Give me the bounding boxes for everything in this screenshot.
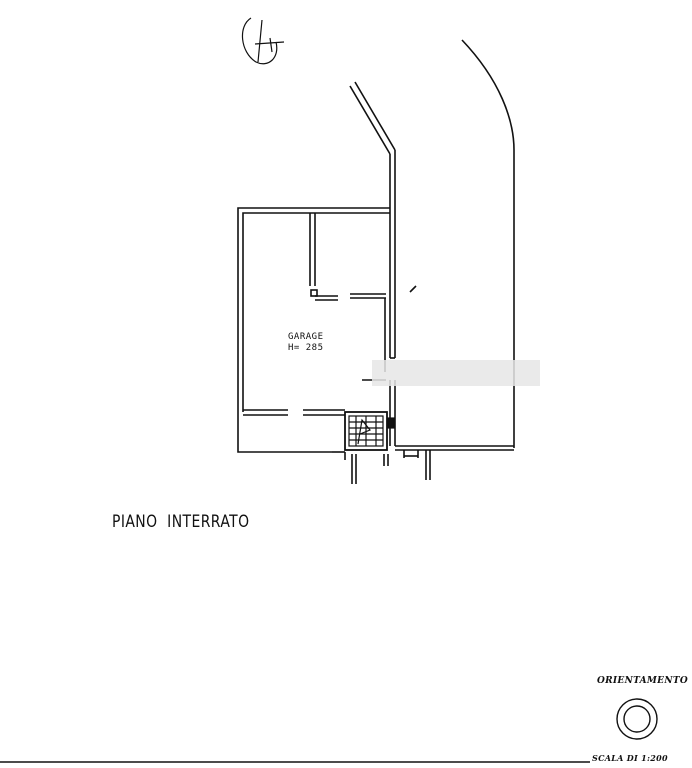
room-name: GARAGE bbox=[288, 332, 324, 342]
room-label-garage: GARAGE H= 285 bbox=[288, 332, 324, 354]
room-height: H= 285 bbox=[288, 343, 324, 353]
scale-label: SCALA DI 1:200 bbox=[592, 753, 668, 763]
curved-boundary bbox=[461, 39, 515, 448]
floor-title: PIANO INTERRATO bbox=[112, 512, 250, 532]
staircase bbox=[344, 411, 395, 451]
ramp-wall bbox=[349, 81, 396, 446]
orientation-symbol-icon bbox=[616, 698, 658, 740]
hand-drawn-mark bbox=[242, 17, 285, 65]
orientation-label: ORIENTAMENTO bbox=[597, 676, 688, 686]
redacted-area bbox=[372, 360, 540, 386]
lower-walls bbox=[332, 445, 514, 484]
garage-walls bbox=[237, 207, 417, 453]
